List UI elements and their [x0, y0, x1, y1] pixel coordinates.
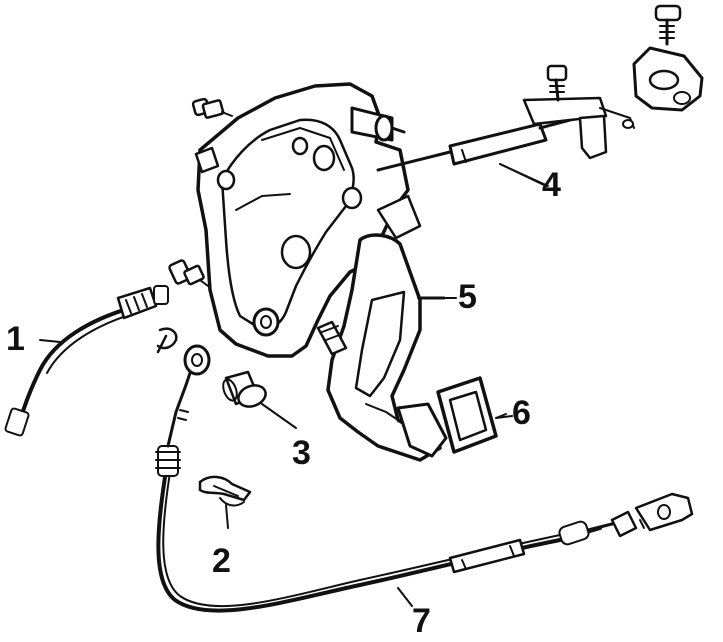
retaining-clip-part-2 [198, 475, 252, 529]
label-1: 1 [6, 320, 25, 358]
clutch-pedal-part-5 [316, 233, 448, 462]
pushrod-assembly-part-4 [376, 96, 635, 187]
bracket-bolt-top [191, 97, 233, 119]
label-4: 4 [542, 166, 561, 204]
label-3: 3 [292, 434, 311, 472]
pedal-pad-part-6 [436, 376, 507, 454]
label-7: 7 [412, 602, 431, 640]
bracket-bolt-upper [546, 64, 568, 102]
pedal-switch [168, 259, 209, 287]
mount-block [632, 4, 704, 112]
clevis-pin-part-3 [222, 370, 297, 429]
split-pin [156, 327, 178, 354]
label-2: 2 [212, 542, 231, 580]
pedal-bracket [194, 82, 422, 358]
clutch-cable-part-7 [155, 344, 694, 613]
label-5: 5 [458, 278, 477, 316]
switch-cable-part-1 [4, 285, 169, 437]
label-6: 6 [512, 394, 531, 432]
leader-lines [39, 163, 547, 607]
